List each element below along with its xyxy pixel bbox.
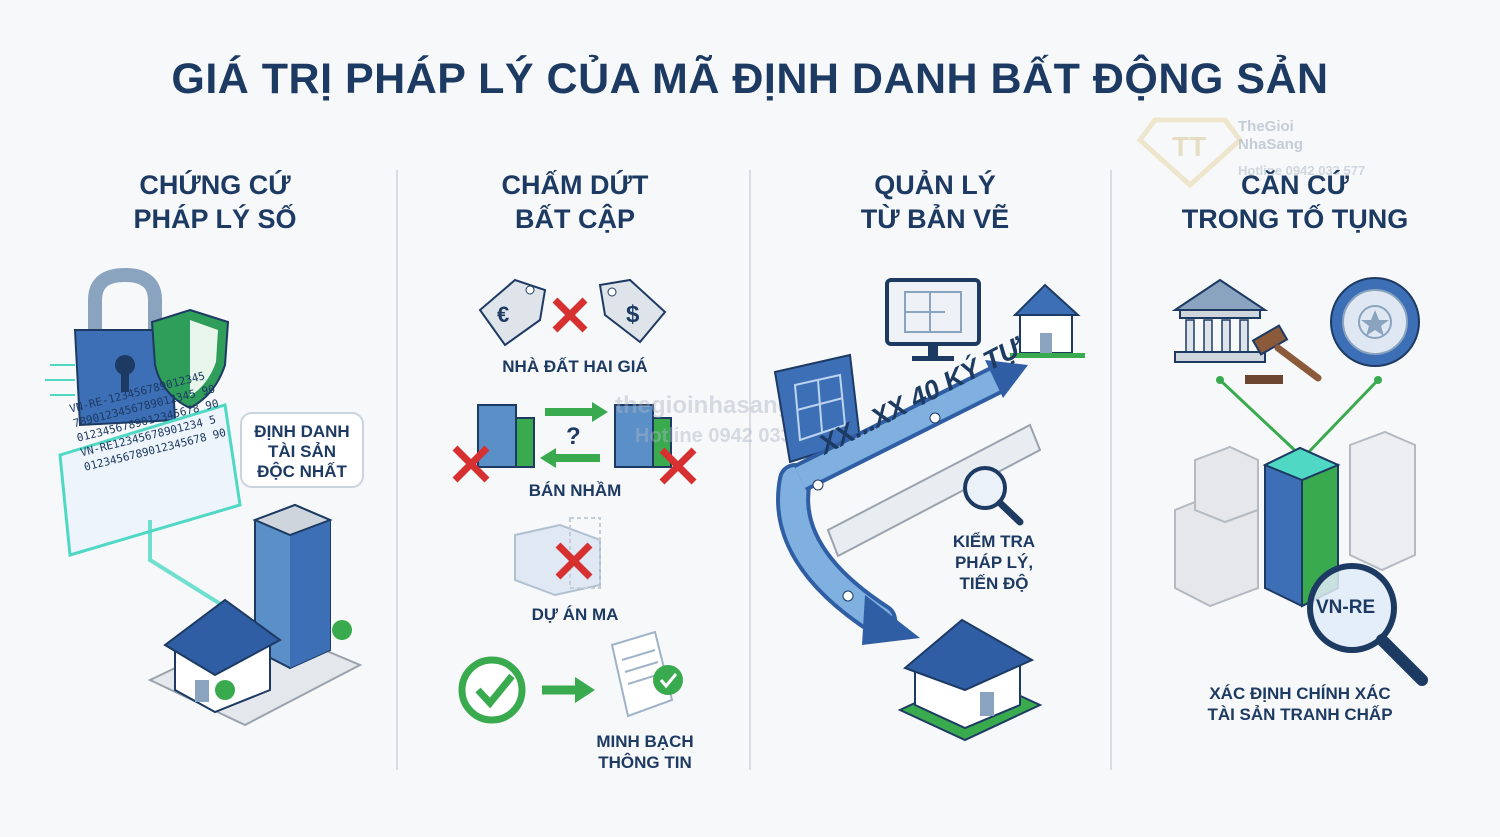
svg-text:$: $ — [626, 301, 640, 328]
dollar-price-tag-icon: $ — [598, 278, 667, 344]
divider — [1110, 170, 1112, 770]
code-card — [58, 403, 242, 557]
house-large-icon — [897, 618, 1043, 742]
magnifier-label: VN-RE — [1316, 597, 1376, 618]
page-title: GIÁ TRỊ PHÁP LÝ CỦA MÃ ĐỊNH DANH BẤT ĐỘN… — [171, 55, 1329, 103]
process-arrow-icon — [776, 360, 1028, 645]
watermark-hotline-faded: Hotline 0942 033 577 — [1238, 163, 1366, 178]
shield-icon — [150, 308, 230, 410]
divider — [749, 170, 751, 770]
building-left-icon — [477, 404, 535, 468]
monitor-icon — [885, 278, 981, 361]
euro-price-tag-icon: € — [478, 278, 547, 347]
svg-text:TT: TT — [1172, 131, 1206, 162]
office-tower-icon — [252, 503, 333, 670]
building-gray-left-icon — [1174, 445, 1259, 608]
cross-icon — [452, 445, 490, 483]
magnifier-icon — [963, 466, 1024, 526]
id-tag-band — [826, 423, 1042, 558]
swap-arrows-icon: ? — [540, 402, 608, 468]
cross-icon — [555, 542, 593, 580]
house-icon — [163, 598, 282, 714]
house-small-icon — [1010, 283, 1085, 358]
padlock-icon — [45, 267, 177, 427]
national-emblem-icon — [1330, 277, 1420, 367]
cross-icon — [659, 447, 697, 485]
watermark-brand: TheGioi NhaSang — [1238, 118, 1304, 153]
verified-document-icon — [610, 630, 683, 718]
gavel-icon — [1245, 324, 1322, 384]
unique-asset-id-bubble: ĐỊNH DANH TÀI SẢN ĐỘC NHẤT — [240, 412, 364, 488]
divider — [396, 170, 398, 770]
svg-text:€: € — [497, 302, 509, 327]
label-two-price: NHÀ ĐẤT HAI GIÁ — [502, 357, 648, 376]
building-gray-right-icon — [1349, 430, 1416, 572]
label-wrong-sale: BÁN NHẦM — [528, 481, 622, 500]
svg-text:?: ? — [566, 423, 581, 450]
magnifier-vnre-icon — [1307, 563, 1428, 686]
arrow-right-icon — [542, 677, 595, 703]
label-ghost-project: DỰ ÁN MA — [531, 605, 619, 624]
courthouse-icon — [1171, 278, 1269, 363]
cross-icon — [552, 297, 588, 333]
watermark-hotline: Hotline 0942 033 577 — [635, 425, 831, 447]
building-right-icon — [614, 404, 672, 468]
check-circle-icon — [458, 656, 526, 724]
